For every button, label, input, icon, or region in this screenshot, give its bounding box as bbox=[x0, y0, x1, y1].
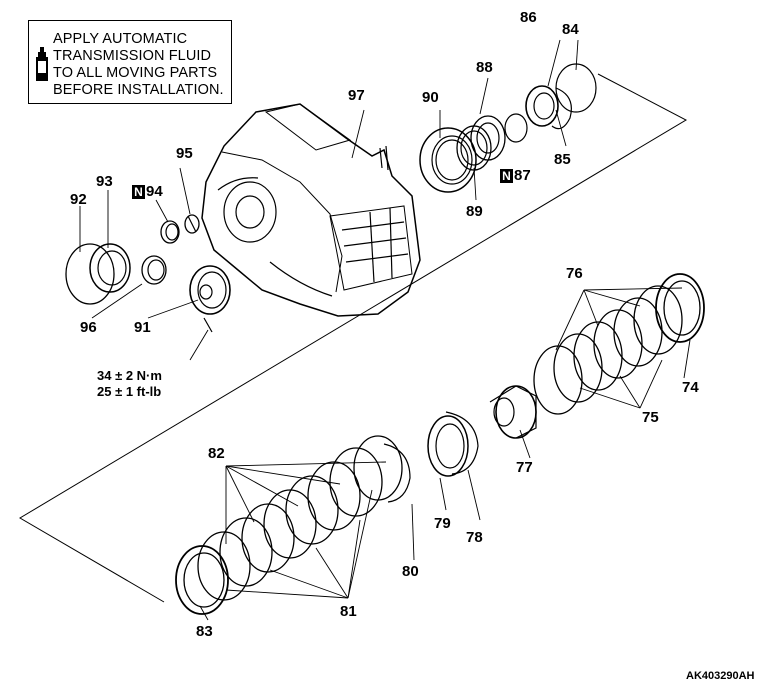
snap-ring-92 bbox=[65, 243, 115, 305]
piston-90 bbox=[419, 127, 477, 193]
callout-82: 82 bbox=[208, 445, 225, 462]
callout-85: 85 bbox=[554, 151, 571, 168]
callout-92: 92 bbox=[70, 191, 87, 208]
note-line-2: TRANSMISSION FLUID bbox=[53, 48, 212, 64]
clutch-pack-74-76 bbox=[533, 273, 705, 415]
callout-86: 86 bbox=[520, 9, 537, 26]
assembly-outline bbox=[19, 73, 688, 603]
callout-88: 88 bbox=[476, 59, 493, 76]
oil-can-icon bbox=[36, 47, 48, 81]
figure-id: AK403290AH bbox=[686, 670, 755, 682]
note-line-4: BEFORE INSTALLATION. bbox=[53, 82, 224, 98]
callout-95: 95 bbox=[176, 145, 193, 162]
clutch-pack-81-83 bbox=[175, 435, 403, 615]
transmission-case bbox=[201, 103, 421, 317]
leader-lines bbox=[79, 39, 691, 621]
callout-76: 76 bbox=[566, 265, 583, 282]
callout-84: 84 bbox=[562, 21, 579, 38]
callout-96: 96 bbox=[80, 319, 97, 336]
note-box: APPLY AUTOMATIC TRANSMISSION FLUID TO AL… bbox=[28, 20, 232, 104]
callout-91: 91 bbox=[134, 319, 151, 336]
snap-ring-78 bbox=[445, 411, 479, 475]
transfer-gear-91 bbox=[189, 265, 231, 333]
non-reusable-icon: N bbox=[500, 169, 513, 183]
callout-93: 93 bbox=[96, 173, 113, 190]
non-reusable-icon: N bbox=[132, 185, 145, 199]
callout-74: 74 bbox=[682, 379, 699, 396]
callout-78: 78 bbox=[466, 529, 483, 546]
torque-imperial: 25 ± 1 ft-lb bbox=[97, 384, 162, 399]
callout-77: 77 bbox=[516, 459, 533, 476]
callout-75: 75 bbox=[642, 409, 659, 426]
spring-88 bbox=[470, 115, 506, 161]
torque-spec: 34 ± 2 N·m 25 ± 1 ft-lb bbox=[97, 368, 162, 400]
callout-80: 80 bbox=[402, 563, 419, 580]
snap-ring-80 bbox=[383, 443, 411, 503]
piston-79 bbox=[427, 415, 469, 477]
callout-97: 97 bbox=[348, 87, 365, 104]
callout-89: 89 bbox=[466, 203, 483, 220]
clutch-hub-77 bbox=[489, 385, 537, 439]
note-line-1: APPLY AUTOMATIC bbox=[53, 31, 188, 47]
gear-93 bbox=[89, 243, 131, 293]
bearing-86 bbox=[525, 85, 559, 127]
snap-ring-84 bbox=[555, 63, 597, 113]
callout-83: 83 bbox=[196, 623, 213, 640]
callout-81: 81 bbox=[340, 603, 357, 620]
note-line-3: TO ALL MOVING PARTS bbox=[53, 65, 218, 81]
torque-metric: 34 ± 2 N·m bbox=[97, 368, 162, 383]
bushing-96 bbox=[141, 255, 167, 285]
ring-87 bbox=[504, 113, 528, 143]
callout-90: 90 bbox=[422, 89, 439, 106]
seal-94 bbox=[160, 220, 180, 244]
snap-ring-85 bbox=[551, 87, 572, 130]
callout-79: 79 bbox=[434, 515, 451, 532]
clutch-leader-fans bbox=[225, 287, 683, 599]
bearing-95 bbox=[184, 214, 200, 234]
